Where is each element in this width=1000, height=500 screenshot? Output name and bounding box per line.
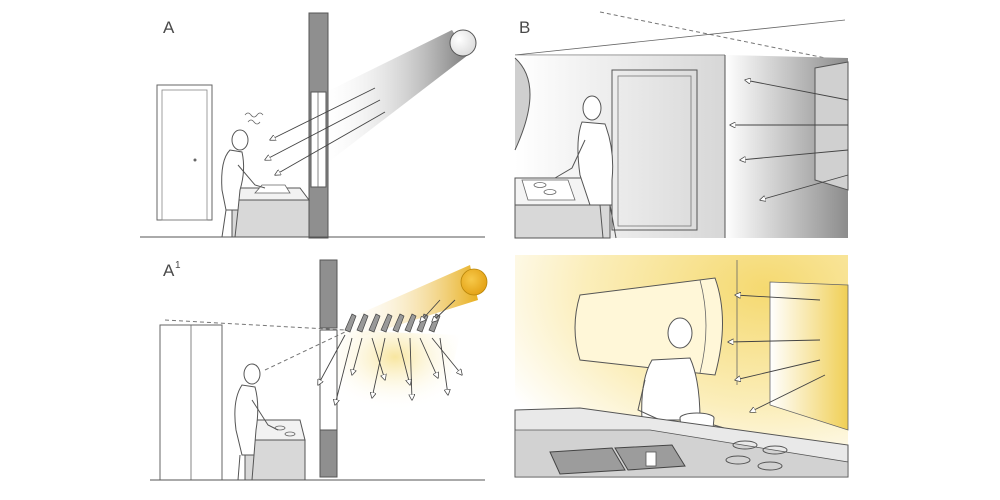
person-figure [221, 129, 266, 238]
sun-icon [449, 29, 477, 57]
panel-sup-a1: 1 [175, 260, 181, 271]
person-figure [234, 363, 279, 481]
door [156, 84, 213, 221]
door-handle [193, 158, 197, 162]
wall-cabinet [514, 57, 531, 151]
panel-label-b: B [519, 18, 530, 37]
window-opening [310, 91, 327, 188]
light-shelf-louvres [344, 313, 441, 333]
sunlight-beam [318, 30, 468, 170]
person-figure [637, 317, 701, 421]
sun-icon [460, 268, 488, 296]
window [814, 61, 849, 191]
panel-a: A [140, 12, 485, 239]
kitchen-counter [231, 199, 310, 238]
panel-label-a: A [163, 18, 175, 37]
window-opening [319, 329, 338, 431]
sunlight-beam [335, 265, 478, 345]
person-figure [554, 95, 617, 239]
panel-label-a1: A [163, 261, 175, 280]
sink [549, 444, 686, 475]
panel-a1: A 1 [150, 259, 488, 481]
wall-cabinet [574, 277, 723, 376]
window [769, 281, 849, 431]
facade-wall [319, 259, 338, 329]
panel-b1: B 1 [514, 255, 849, 478]
panel-b: B [514, 11, 849, 239]
cooktop [725, 440, 788, 471]
